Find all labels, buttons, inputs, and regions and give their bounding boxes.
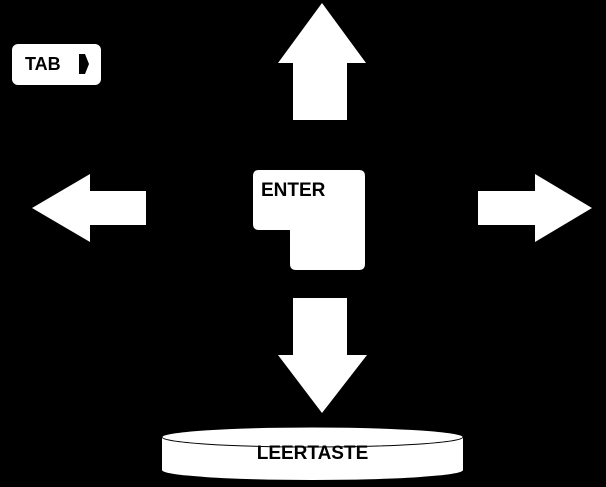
- tab-arrow-icon: [79, 54, 89, 74]
- tab-key[interactable]: [12, 44, 101, 85]
- tab-key-label: TAB: [25, 54, 61, 74]
- arrow-left-icon[interactable]: [32, 174, 146, 242]
- arrow-down-icon[interactable]: [278, 298, 367, 413]
- arrow-right-icon[interactable]: [478, 174, 592, 242]
- enter-key-label: ENTER: [261, 180, 326, 201]
- arrow-up-icon[interactable]: [278, 3, 366, 120]
- space-key-label: LEERTASTE: [256, 443, 369, 464]
- enter-key[interactable]: [253, 170, 365, 270]
- space-key[interactable]: [161, 426, 464, 480]
